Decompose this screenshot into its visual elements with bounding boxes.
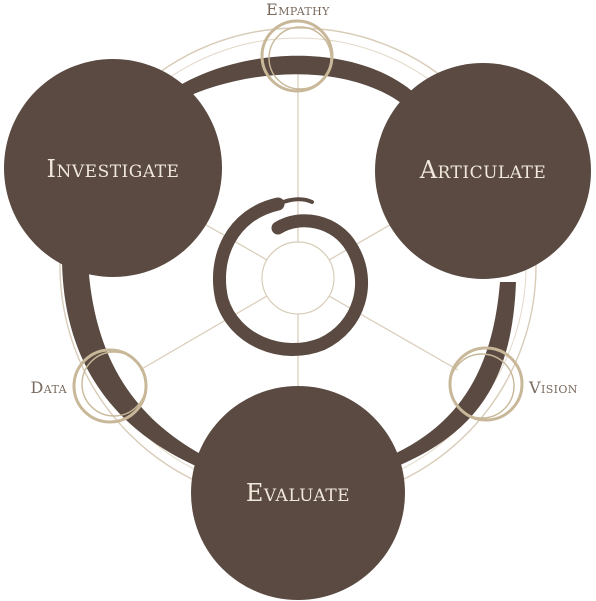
- empathy-ring-trace: [268, 26, 332, 90]
- evaluate-circle: [191, 386, 405, 600]
- data-label: Data: [31, 378, 68, 397]
- connector-rings: [72, 19, 524, 424]
- vision-label: Vision: [528, 378, 578, 397]
- arc-top: [172, 55, 420, 110]
- data-ring-trace: [81, 351, 147, 417]
- spiral-stroke: [212, 197, 369, 356]
- evaluate-label: Evaluate: [246, 479, 350, 507]
- empathy-label: Empathy: [266, 0, 330, 19]
- spiral-tail: [276, 197, 314, 206]
- vision-ring-trace: [449, 353, 515, 419]
- central-spiral: [212, 197, 369, 356]
- articulate-circle: [375, 63, 591, 279]
- brush-arcs: [62, 55, 516, 474]
- empathy-ring: [260, 19, 334, 93]
- spoke-lower-right: [328, 295, 459, 371]
- articulate-label: Articulate: [419, 156, 547, 184]
- arc-right: [376, 282, 516, 474]
- stage-circles: [4, 59, 591, 600]
- investigate-circle: [4, 59, 222, 277]
- investigate-label: Investigate: [47, 155, 180, 183]
- arc-left: [62, 262, 208, 470]
- spoke-lower-left: [139, 295, 268, 371]
- inner-ring: [261, 241, 335, 315]
